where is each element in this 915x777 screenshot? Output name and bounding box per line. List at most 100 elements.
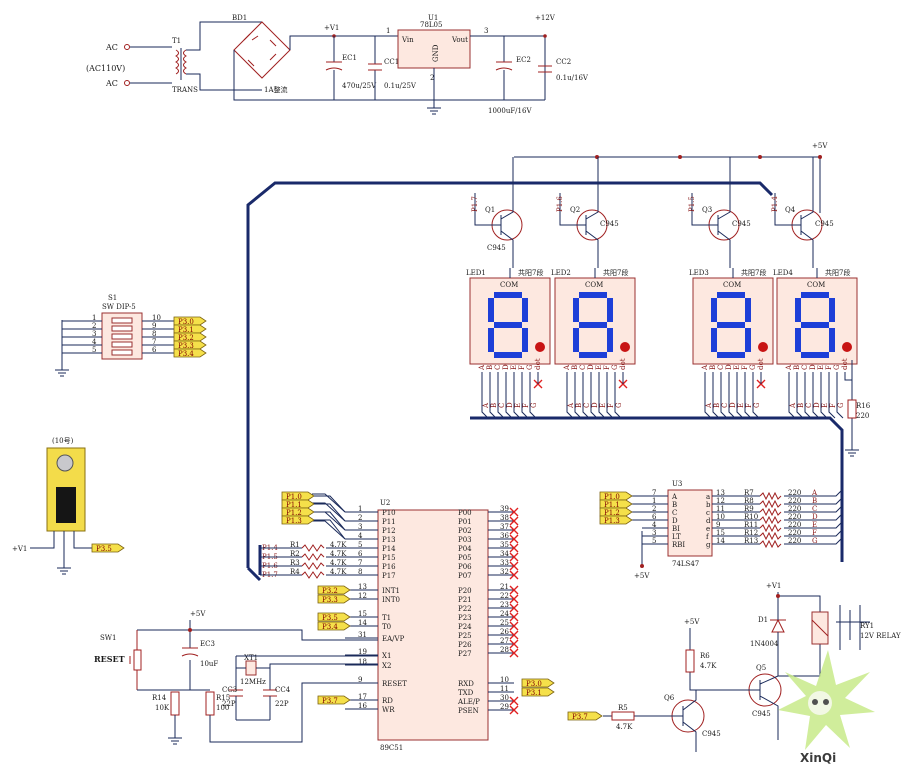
decoder-pin-number: 5 xyxy=(652,537,656,545)
led-bus-label-F: F xyxy=(829,403,837,408)
mcu-pin-number: 6 xyxy=(358,550,363,558)
led-ref: LED1 xyxy=(466,269,486,277)
mcu-pin-number: 9 xyxy=(358,676,362,684)
no-connect-mark xyxy=(509,630,519,640)
resistor-ref: R8 xyxy=(744,497,754,505)
r6-value: 4.7K xyxy=(700,662,717,670)
mcu-pin-name: P24 xyxy=(458,623,472,631)
decoder-port-tag: P1.1 xyxy=(599,499,633,509)
ac-top-label: AC xyxy=(105,43,118,52)
led-bus-label-E: E xyxy=(821,403,829,408)
dip-name: SW DIP-5 xyxy=(102,303,136,311)
led-ref: LED3 xyxy=(689,269,709,277)
mcu-pin-name: T1 xyxy=(382,614,391,622)
reg-vout: Vout xyxy=(451,36,468,44)
ec2-ref: EC2 xyxy=(516,56,531,64)
decimal-point xyxy=(535,342,545,352)
dip-right-pin: 10 xyxy=(152,314,161,322)
q6-type: C945 xyxy=(702,730,721,738)
q5-ref: Q5 xyxy=(756,664,766,672)
mcu-pin-name: P20 xyxy=(458,587,472,595)
decoder-pin-name: RBI xyxy=(672,541,685,549)
dip-right-pin: 6 xyxy=(152,346,157,354)
dip-left-pin: 4 xyxy=(92,338,97,346)
reg-gnd: GND xyxy=(432,44,440,62)
led-bus-label-E: E xyxy=(737,403,745,408)
mcu-pin-number: 17 xyxy=(358,693,367,701)
reg-vin: Vin xyxy=(401,36,414,44)
led-pin-E: E xyxy=(733,365,741,370)
resistor-value: 4.7K xyxy=(330,559,347,567)
mcu-pin-name: P23 xyxy=(458,614,472,622)
ry-ref: RY1 xyxy=(860,622,874,630)
decoder-pin-name: LT xyxy=(672,533,681,541)
no-connect-mark xyxy=(509,594,519,604)
dip-right-pin: 8 xyxy=(152,330,156,338)
mcu-pin-number: 33 xyxy=(500,559,509,567)
mcu-pin-number: 14 xyxy=(358,619,367,627)
reg-ref: U1 xyxy=(428,14,438,22)
resistor-ref: R4 xyxy=(290,568,300,576)
svg-text:P1.1: P1.1 xyxy=(286,501,302,509)
mcu-pin-number: 22 xyxy=(500,592,509,600)
led-pin-G: G xyxy=(749,364,757,370)
r14-value: 10K xyxy=(155,704,170,712)
decimal-point xyxy=(842,342,852,352)
svg-text:P3.1: P3.1 xyxy=(178,326,194,334)
q5-type: C945 xyxy=(752,710,771,718)
sensor-v1: +V1 xyxy=(12,545,27,553)
led-note: 共阳7段 xyxy=(741,268,766,277)
no-connect-mark xyxy=(509,561,519,571)
mcu-port-tag: P1.3 xyxy=(281,515,315,525)
mcu-pin-number: 8 xyxy=(358,568,362,576)
led-pin-C: C xyxy=(801,365,809,370)
segment-e xyxy=(488,328,494,352)
mcu-pin-name: P21 xyxy=(458,596,472,604)
led-bus-label-B: B xyxy=(575,403,583,408)
mcu-pin-name: P14 xyxy=(382,545,396,553)
resistor-ref: R9 xyxy=(744,505,754,513)
led-pin-A: A xyxy=(701,364,709,371)
resistor-ref: R7 xyxy=(744,489,754,497)
led-pin-C: C xyxy=(717,365,725,370)
transistor-type: C945 xyxy=(600,220,619,228)
led-pin-D: D xyxy=(809,364,817,370)
resistor-value: 220 xyxy=(788,513,801,521)
led-pin-F: F xyxy=(603,365,611,370)
svg-text:P3.0: P3.0 xyxy=(178,318,194,326)
resistor-value: 220 xyxy=(788,521,801,529)
mcu-pin-name: P02 xyxy=(458,527,472,535)
decoder-pin-number: 14 xyxy=(716,537,725,545)
mcu-pin-number: 15 xyxy=(358,610,367,618)
led-bus-label-B: B xyxy=(797,403,805,408)
mcu-pin-name: T0 xyxy=(382,623,391,631)
svg-text:P3.1: P3.1 xyxy=(526,689,542,697)
led-bus-label-G: G xyxy=(530,402,538,408)
segment-g xyxy=(801,322,829,328)
decoder-vcc: +5V xyxy=(634,572,650,580)
segment-c xyxy=(829,328,835,352)
decoder-pin-name: a xyxy=(706,493,710,501)
r14-ref: R14 xyxy=(152,694,167,702)
mcu-pin-number: 13 xyxy=(358,583,367,591)
mcu-port-tag: P3.4 xyxy=(317,621,351,631)
segment-label: A xyxy=(811,489,818,497)
d1-value: 1N4004 xyxy=(750,640,779,648)
led-bus-label-B: B xyxy=(490,403,498,408)
decoder-name: 74LS47 xyxy=(672,560,699,568)
resistor-value: 4.7K xyxy=(330,541,347,549)
led-bus-label-F: F xyxy=(745,403,753,408)
decoder-pin-number: 12 xyxy=(716,497,725,505)
svg-text:P1.1: P1.1 xyxy=(604,501,620,509)
